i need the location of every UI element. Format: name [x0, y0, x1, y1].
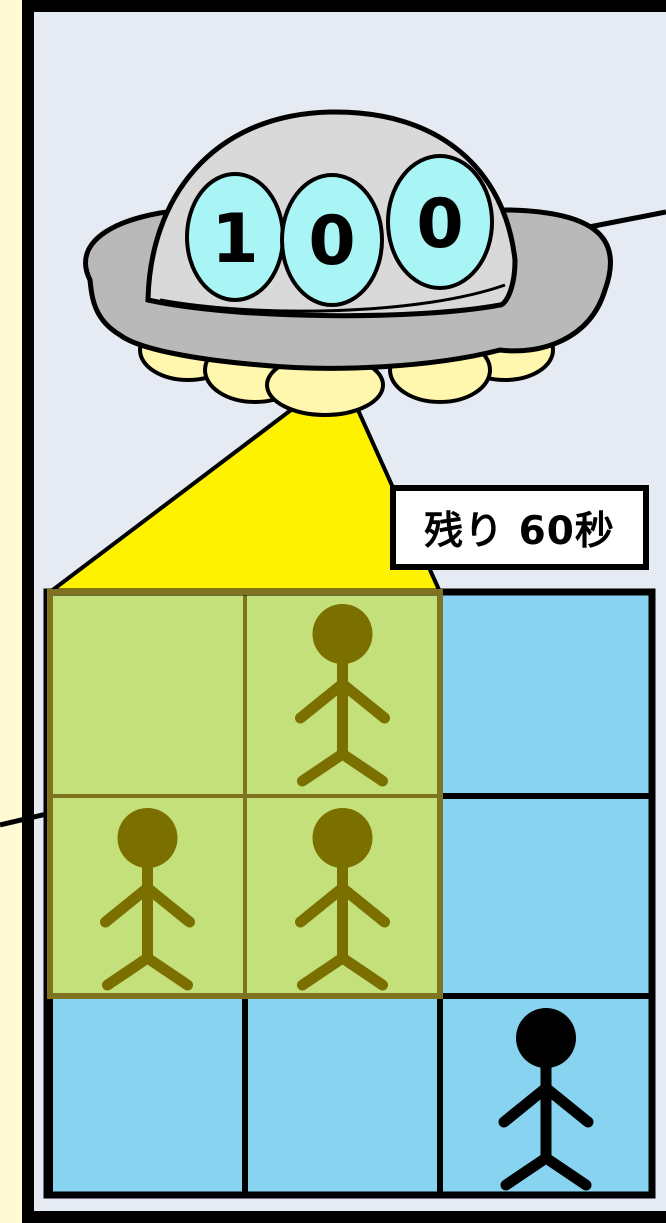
grid-cell-0-2[interactable] [437, 589, 655, 799]
stick-figure-icon[interactable] [100, 808, 195, 991]
ufo-icon: 1 0 0 [83, 109, 613, 417]
score-digit-3: 0 [416, 185, 463, 264]
stick-figure-icon[interactable] [295, 604, 390, 787]
ufo-rim [159, 283, 506, 313]
grid-cell-2-0[interactable] [47, 993, 248, 1198]
grid-cell-0-0[interactable] [48, 590, 247, 798]
stick-figure-icon[interactable] [498, 1008, 594, 1191]
score-digit-2: 0 [308, 202, 355, 281]
grid [47, 589, 655, 1198]
tractor-beam [48, 408, 442, 594]
stick-figure-icon[interactable] [295, 808, 390, 991]
capture-zone-border [47, 589, 443, 999]
grid-cell-1-2[interactable] [437, 793, 655, 999]
grid-cell-2-1[interactable] [242, 993, 443, 1198]
score-digit-1: 1 [211, 200, 258, 279]
score-window-2 [280, 173, 384, 307]
timer-label: 残り 60秒 [390, 485, 649, 570]
score-window-3 [386, 154, 494, 290]
